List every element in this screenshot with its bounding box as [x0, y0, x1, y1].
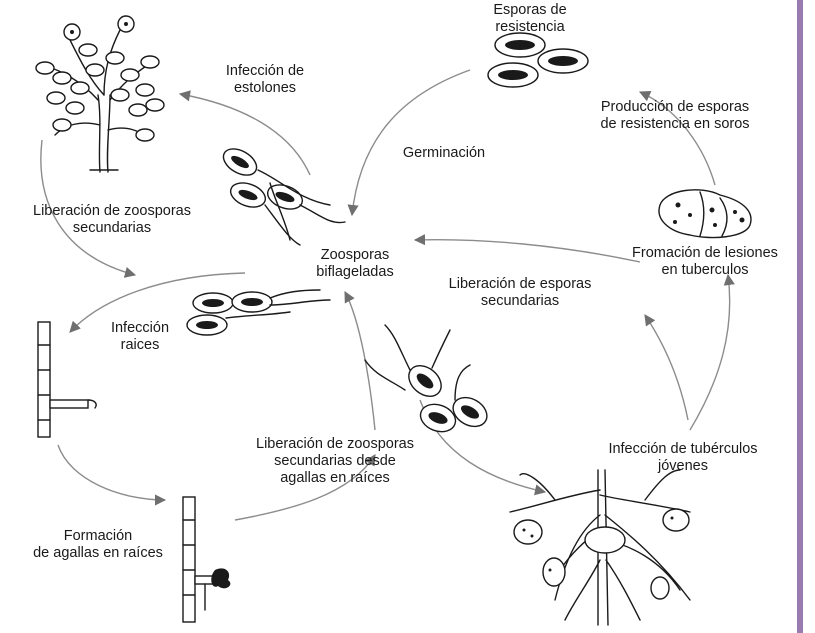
arrow-plant-down [40, 139, 137, 278]
label-formacion-agallas: Formación de agallas en raíces [33, 528, 163, 561]
resting-spores-drawing [487, 32, 589, 88]
label-germinacion: Germinación [402, 145, 486, 161]
label-liberacion-zoosporas-secundarias: Liberación de zoosporas secundarias [33, 203, 191, 236]
page-border-bar [797, 0, 803, 633]
arrow-germination [347, 69, 471, 217]
zoospores-lower-drawing [364, 324, 488, 433]
cycle-arrows [40, 69, 735, 521]
label-liberacion-zoosporas-agallas: Liberación de zoosporas secundarias desd… [256, 436, 414, 486]
label-produccion-esporas: Producción de esporas de resistencia en … [600, 99, 750, 132]
label-infeccion-tuberculos: Infección de tubérculos jóvenes [608, 441, 758, 474]
arrow-soros-to-spores [638, 91, 716, 186]
young-tubers-drawing [509, 469, 691, 626]
arrow-to-roots [69, 272, 246, 333]
zoospores-center-drawing [186, 289, 331, 336]
arrow-to-stolons [178, 90, 311, 176]
arrow-tubers-inner [644, 314, 689, 421]
arrow-tuber-to-lesions [689, 273, 735, 431]
tuber-lesions-drawing [658, 189, 752, 239]
label-liberacion-esporas-secundarias: Liberación de esporas secundarias [448, 276, 592, 309]
arrow-root-to-gall [57, 444, 167, 506]
label-formacion-lesiones: Fromación de lesiones en tuberculos [632, 245, 778, 278]
label-zoosporas-biflageladas: Zoosporas biflageladas [316, 247, 394, 280]
zoospores-stolon-drawing [222, 148, 346, 246]
infected-root-drawing [37, 321, 97, 438]
flower-icon [63, 15, 135, 41]
arrow-gall-up [234, 454, 376, 521]
root-gall-drawing [182, 496, 231, 623]
arrow-lesions-left [413, 234, 641, 263]
label-esporas-resistencia: Esporas de resistencia [493, 2, 567, 35]
potato-plant-drawing [35, 15, 165, 173]
label-infeccion-raices: Infección raices [110, 320, 170, 353]
arrow-galls-to-zoospores [344, 291, 376, 431]
label-infeccion-estolones: Infección de estolones [225, 63, 305, 96]
